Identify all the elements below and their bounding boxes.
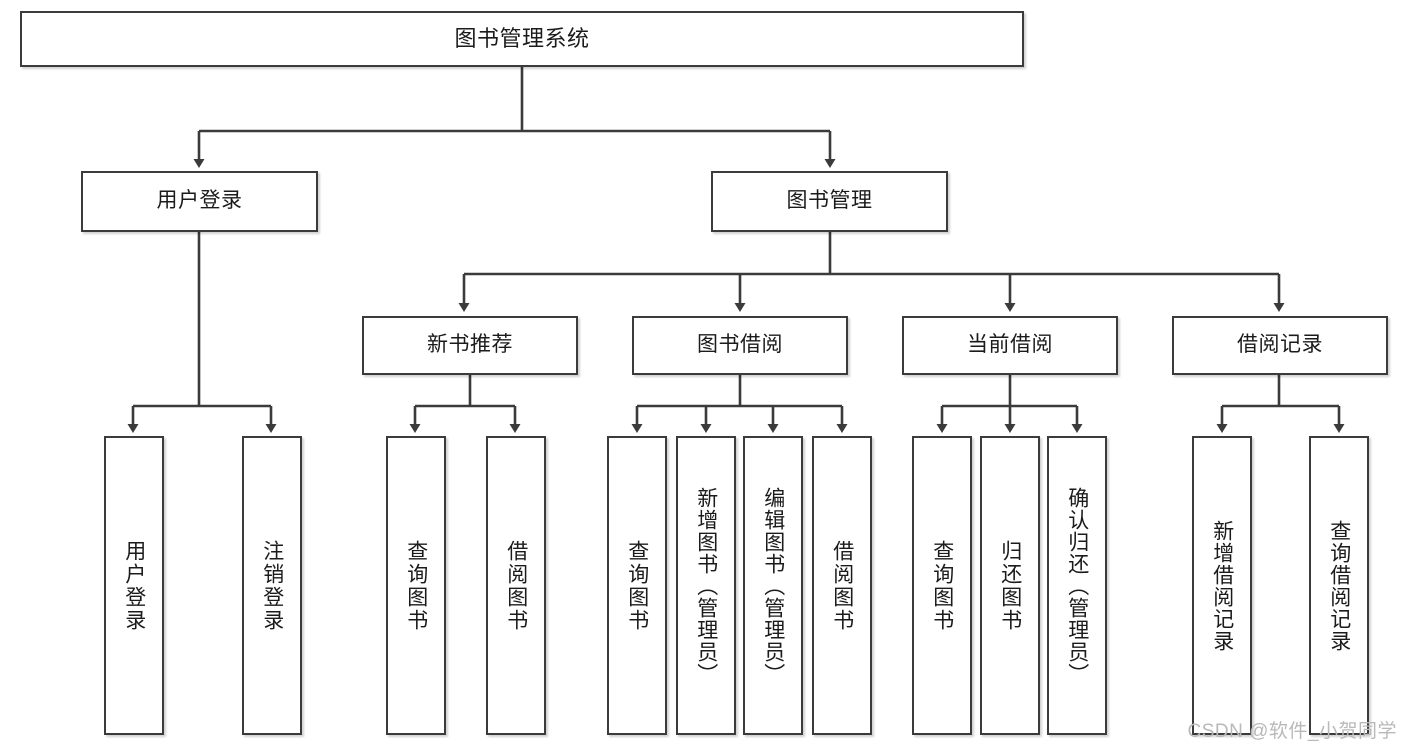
node-label: 借阅图书: [504, 539, 528, 632]
node-label: 新书推荐: [427, 333, 513, 357]
leaf-add-book-admin[interactable]: 新增图书（管理员）: [676, 436, 736, 735]
leaf-borrow-book[interactable]: 借阅图书: [812, 436, 872, 735]
node-label: 用户登录: [156, 189, 243, 213]
node-label: 借阅记录: [1237, 333, 1323, 357]
node-label: 查询图书: [625, 539, 649, 632]
leaf-user-login[interactable]: 用户登录: [104, 436, 164, 735]
node-user-login[interactable]: 用户登录: [81, 171, 318, 232]
watermark-text: CSDN @软件_小贺同学: [1187, 721, 1397, 742]
node-label: 借阅图书: [830, 539, 854, 632]
node-label: 查询图书: [930, 539, 954, 632]
node-label: 图书借阅: [697, 333, 783, 357]
node-label: 归还图书: [998, 539, 1022, 632]
leaf-query-book-current[interactable]: 查询图书: [912, 436, 972, 735]
leaf-add-borrow-record[interactable]: 新增借阅记录: [1192, 436, 1252, 735]
node-borrow-record[interactable]: 借阅记录: [1172, 316, 1388, 375]
node-new-book-recommend[interactable]: 新书推荐: [362, 316, 578, 375]
leaf-borrow-book-recommend[interactable]: 借阅图书: [486, 436, 546, 735]
leaf-confirm-return-admin[interactable]: 确认归还（管理员）: [1047, 436, 1107, 735]
node-label: 图书管理: [786, 189, 873, 213]
leaf-query-book-recommend[interactable]: 查询图书: [386, 436, 446, 735]
node-label: 注销登录: [260, 539, 284, 632]
node-label: 新增借阅记录: [1210, 519, 1234, 652]
node-label: 查询借阅记录: [1327, 519, 1351, 652]
node-label: 编辑图书（管理员）: [761, 486, 785, 685]
leaf-logout[interactable]: 注销登录: [242, 436, 302, 735]
node-current-borrow[interactable]: 当前借阅: [902, 316, 1118, 375]
node-book-management[interactable]: 图书管理: [711, 171, 948, 232]
node-label: 新增图书（管理员）: [694, 486, 718, 685]
node-label: 用户登录: [122, 539, 146, 632]
node-label: 查询图书: [404, 539, 428, 632]
leaf-query-book-borrow[interactable]: 查询图书: [607, 436, 667, 735]
node-book-borrow[interactable]: 图书借阅: [632, 316, 848, 375]
node-label: 图书管理系统: [454, 26, 590, 52]
leaf-query-borrow-record[interactable]: 查询借阅记录: [1309, 436, 1369, 735]
leaf-return-book[interactable]: 归还图书: [980, 436, 1040, 735]
leaf-edit-book-admin[interactable]: 编辑图书（管理员）: [743, 436, 803, 735]
node-root-system[interactable]: 图书管理系统: [20, 11, 1024, 67]
node-label: 确认归还（管理员）: [1065, 486, 1089, 685]
node-label: 当前借阅: [967, 333, 1053, 357]
